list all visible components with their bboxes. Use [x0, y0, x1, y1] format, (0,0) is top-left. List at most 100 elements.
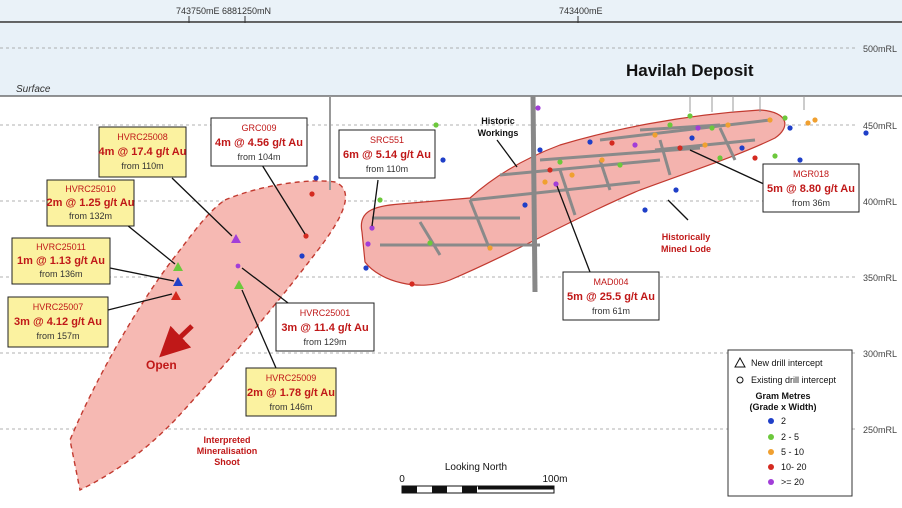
- leader-line: [371, 179, 379, 227]
- intercept-dot: [537, 147, 543, 153]
- intercept-dot: [369, 225, 375, 231]
- callout-hvrc25010: HVRC25010 2m @ 1.25 g/t Au from 132m: [46, 179, 135, 227]
- callout-box: [210, 117, 308, 167]
- scale-segment: [462, 486, 477, 493]
- intercept-dot: [695, 125, 701, 131]
- mined-line: Historically: [662, 232, 711, 242]
- interpreted-line: Interpreted: [203, 435, 250, 445]
- intercept-dot: [797, 157, 803, 163]
- callout-hole: HVRC25010: [65, 184, 116, 194]
- easting-label-1: 743750mE: [176, 6, 220, 16]
- intercept-dot: [667, 122, 673, 128]
- callout-depth: from 110m: [366, 164, 408, 174]
- sky-band: [0, 23, 902, 96]
- callout-hvrc25011: HVRC25011 1m @ 1.13 g/t Au from 136m: [11, 237, 111, 285]
- callout-hole: MAD004: [593, 277, 628, 287]
- intercept-dot: [522, 202, 528, 208]
- intercept-dot: [553, 181, 559, 187]
- intercept-dot: [440, 157, 446, 163]
- intercept-dot: [535, 105, 541, 111]
- open-arrow-icon: [159, 324, 194, 358]
- intercept-dot: [677, 145, 683, 151]
- callout-mad004: MAD004 5m @ 25.5 g/t Au from 61m: [562, 271, 660, 321]
- intercept-dot: [569, 172, 575, 178]
- interpreted-line: Mineralisation: [197, 446, 258, 456]
- callout-hvrc25007: HVRC25007 3m @ 4.12 g/t Au from 157m: [7, 296, 109, 348]
- elevation-label: 450mRL: [863, 121, 897, 131]
- elevation-label: 300mRL: [863, 349, 897, 359]
- callout-depth: from 136m: [39, 269, 82, 279]
- leader-line: [109, 267, 175, 282]
- scale-end: 100m: [542, 474, 567, 485]
- intercept-dot: [787, 125, 793, 131]
- callout-box: [245, 367, 337, 417]
- leader-line: [241, 289, 277, 369]
- callout-hole: HVRC25011: [36, 242, 86, 252]
- legend-existing: Existing drill intercept: [751, 375, 837, 385]
- callout-box: [762, 163, 860, 213]
- intercept-dot: [433, 122, 439, 128]
- working-raise: [418, 221, 442, 256]
- callout-mgr018: MGR018 5m @ 8.80 g/t Au from 36m: [762, 163, 860, 213]
- historic-line: Workings: [478, 128, 519, 138]
- intercept-dot: [767, 117, 773, 123]
- intercept-dot: [547, 167, 553, 173]
- callout-hole: HVRC25009: [266, 373, 317, 383]
- callout-box: [7, 296, 109, 348]
- intercept-dot: [542, 179, 548, 185]
- intercept-dot: [739, 145, 745, 151]
- shafts: [329, 95, 805, 293]
- callout-box: [98, 126, 187, 178]
- interpreted-shoot-shape: [69, 180, 347, 492]
- new-intercept-triangle: [171, 291, 181, 300]
- new-intercept-triangle: [173, 277, 183, 286]
- intercept-dot: [557, 159, 563, 165]
- intercept-dot: [377, 197, 383, 203]
- working-raise: [598, 159, 612, 191]
- elevation-label: 250mRL: [863, 425, 897, 435]
- interpreted-shoot-label: Interpreted Mineralisation Shoot: [197, 435, 258, 467]
- intercept-dot: [303, 233, 309, 239]
- intercept-dot: [363, 265, 369, 271]
- callout-result: 5m @ 25.5 g/t Au: [567, 291, 655, 303]
- historic-workings-label: Historic Workings: [478, 116, 519, 138]
- callout-hole: HVRC25001: [300, 308, 351, 318]
- intercept-dot: [782, 115, 788, 121]
- legend-swatch: [768, 449, 774, 455]
- scale-start: 0: [399, 474, 405, 485]
- leader-line: [126, 224, 176, 265]
- callout-depth: from 36m: [792, 198, 830, 208]
- intercept-dot: [717, 155, 723, 161]
- leader-line: [689, 149, 767, 186]
- leader-line: [496, 139, 518, 168]
- legend: New drill intercept Existing drill inter…: [727, 349, 853, 497]
- working-level: [499, 158, 661, 177]
- working-level: [539, 146, 701, 162]
- intercept-dot: [812, 117, 818, 123]
- legend-new: New drill intercept: [751, 358, 823, 368]
- callout-depth: from 110m: [121, 161, 163, 171]
- callout-depth: from 146m: [269, 402, 312, 412]
- legend-bin-label: 5 - 10: [781, 447, 804, 457]
- callout-depth: from 104m: [237, 152, 280, 162]
- intercept-dot: [687, 113, 693, 119]
- historic-line: Historic: [481, 116, 515, 126]
- intercept-dot: [617, 162, 623, 168]
- legend-bin-label: 2: [781, 416, 786, 426]
- callout-box: [562, 271, 660, 321]
- callout-hvrc25008: HVRC25008 4m @ 17.4 g/t Au from 110m: [98, 126, 187, 178]
- callout-result: 1m @ 1.13 g/t Au: [17, 255, 105, 267]
- intercept-dot: [587, 139, 593, 145]
- working-level: [599, 118, 771, 142]
- surface-label: Surface: [16, 84, 51, 95]
- callout-hole: MGR018: [793, 169, 829, 179]
- mine-workings: [372, 118, 771, 256]
- leader-line: [107, 293, 173, 311]
- intercept-dot: [487, 245, 493, 251]
- callout-hole: HVRC25008: [117, 132, 168, 142]
- intercept-dot: [599, 157, 605, 163]
- callout-result: 4m @ 4.56 g/t Au: [215, 137, 303, 149]
- working-raise: [658, 139, 672, 176]
- callout-box: [11, 237, 111, 285]
- deposit-title: Havilah Deposit: [626, 61, 754, 80]
